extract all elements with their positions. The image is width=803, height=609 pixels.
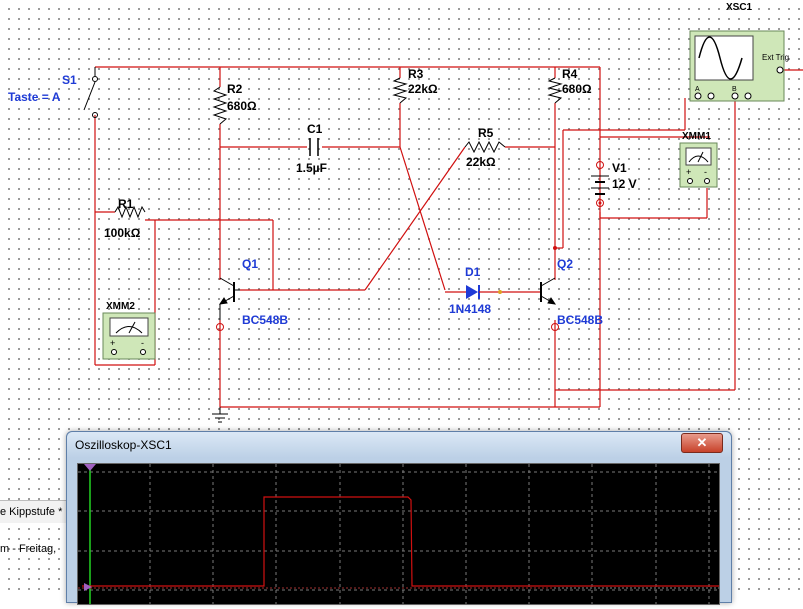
scope-channel-b-label: B	[732, 86, 737, 93]
resistor-r3[interactable]	[392, 77, 408, 104]
scope-channel-a-ground[interactable]	[707, 92, 715, 100]
scope-channel-a-terminal[interactable]	[694, 92, 702, 100]
window-title: Oszilloskop-XSC1	[75, 438, 172, 452]
diode-d1[interactable]	[445, 285, 502, 299]
transistor-q1[interactable]	[216, 277, 241, 331]
ext-trig-terminal[interactable]	[776, 66, 784, 74]
resistor-r4[interactable]	[547, 77, 563, 104]
resistor-r5[interactable]	[464, 140, 506, 154]
oscilloscope-xsc1[interactable]: Ext Trig A B	[689, 30, 789, 102]
resistor-r2[interactable]	[212, 86, 228, 125]
r2-value: 680Ω	[227, 99, 257, 113]
r4-value: 680Ω	[562, 82, 592, 96]
close-icon: ✕	[696, 435, 708, 450]
switch-key-label: Taste = A	[8, 90, 61, 104]
scope-channel-b-terminal[interactable]	[731, 92, 739, 100]
xmm1-ref: XMM1	[682, 131, 711, 142]
transistor-q2[interactable]	[540, 246, 559, 331]
document-tab-label: e Kippstufe *	[0, 506, 63, 518]
q2-value: BC548B	[557, 313, 603, 327]
r5-value: 22kΩ	[466, 155, 496, 169]
oscilloscope-window[interactable]: Oszilloskop-XSC1 ✕	[66, 431, 732, 605]
multimeter-xmm1[interactable]: + -	[679, 142, 718, 188]
xmm2-ref: XMM2	[106, 301, 135, 312]
window-titlebar[interactable]: Oszilloskop-XSC1 ✕	[67, 432, 731, 458]
r1-value: 100kΩ	[104, 226, 141, 240]
r1-ref: R1	[118, 197, 134, 211]
r3-ref: R3	[408, 67, 424, 81]
switch-s1-ref: S1	[62, 73, 77, 87]
schematic-canvas[interactable]: Ext Trig A B + - + - S1 Taste = A R2 680…	[0, 0, 803, 595]
scope-display[interactable]	[77, 463, 720, 605]
wire-r5-crossover[interactable]	[364, 146, 466, 291]
scope-graticule	[78, 464, 719, 604]
scope-channel-a-label: A	[695, 86, 700, 93]
battery-v1[interactable]	[591, 161, 609, 207]
q1-ref: Q1	[242, 257, 258, 271]
r2-ref: R2	[227, 82, 243, 96]
scope-channel-b-ground[interactable]	[744, 92, 752, 100]
multimeter-xmm2[interactable]: + -	[102, 312, 156, 360]
r4-ref: R4	[562, 67, 578, 81]
d1-ref: D1	[465, 265, 481, 279]
v1-value: 12 V	[612, 177, 637, 191]
status-line: m - Freitag,	[0, 538, 68, 560]
close-button[interactable]: ✕	[681, 433, 723, 453]
xmm1-plus-label: +	[686, 167, 691, 177]
resistor-r1[interactable]	[114, 205, 146, 219]
xmm2-plus-label: +	[110, 338, 115, 348]
q2-ref: Q2	[557, 257, 573, 271]
wire-r3-to-diode[interactable]	[399, 146, 446, 291]
v1-ref: V1	[612, 161, 627, 175]
trace-channel-a	[82, 496, 719, 587]
xsc1-ref: XSC1	[726, 2, 753, 13]
r5-ref: R5	[478, 126, 494, 140]
capacitor-c1[interactable]	[309, 138, 319, 156]
c1-value: 1.5µF	[296, 161, 327, 175]
status-text: m - Freitag,	[0, 543, 57, 555]
cursor-handle-icon[interactable]	[84, 464, 96, 471]
r3-value: 22kΩ	[408, 82, 438, 96]
q1-value: BC548B	[242, 313, 288, 327]
c1-ref: C1	[307, 122, 323, 136]
d1-value: 1N4148	[449, 302, 491, 316]
xmm2-minus-label: -	[141, 338, 144, 348]
ground-symbol[interactable]	[212, 407, 228, 423]
channel-a-marker-icon[interactable]	[84, 583, 92, 591]
schematic-drawing: Ext Trig A B + - + - S1 Taste = A R2 680…	[8, 2, 803, 423]
document-tab[interactable]: e Kippstufe *	[0, 500, 69, 523]
ext-trig-label: Ext Trig	[762, 53, 789, 62]
switch-s1[interactable]	[83, 67, 98, 118]
xmm1-minus-label: -	[704, 167, 707, 177]
